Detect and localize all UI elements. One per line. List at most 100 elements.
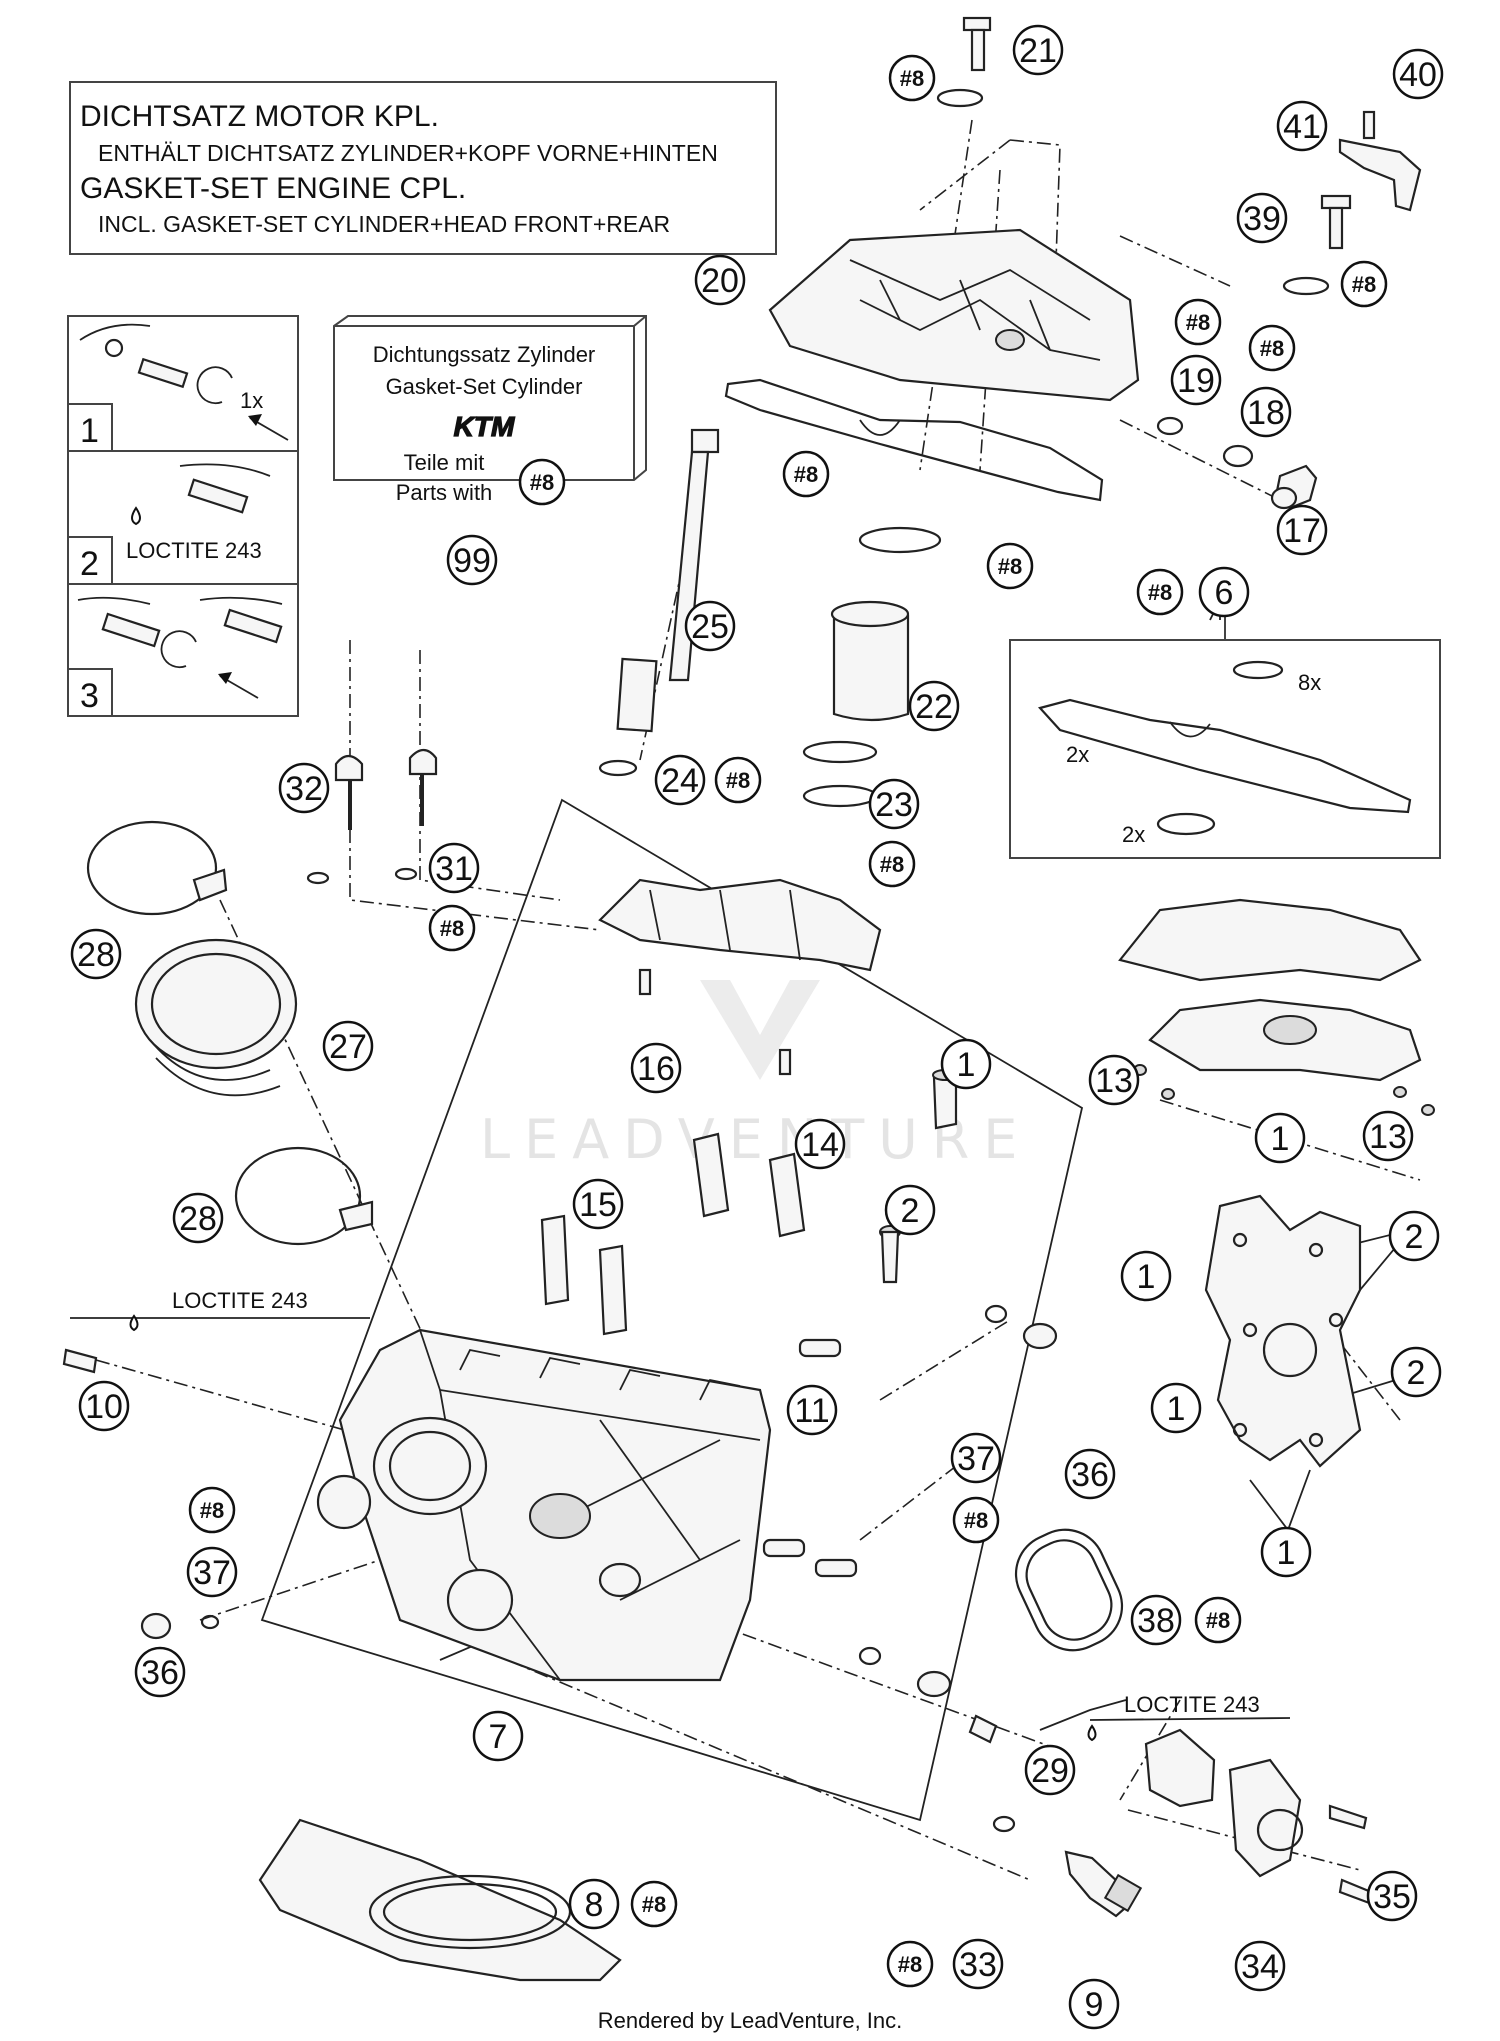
part-20-valve-cover <box>768 228 1140 402</box>
ref-bubble-r14: #8 <box>630 1880 678 1928</box>
gasket-set-engine-label: DICHTSATZ MOTOR KPL. ENTHÄLT DICHTSATZ Z… <box>69 81 777 255</box>
callout-label-p28a: 28 <box>77 936 115 974</box>
callout-p36b: 36 <box>134 1646 186 1698</box>
step-3-drawing <box>77 596 283 699</box>
callout-label-p36b: 36 <box>141 1654 179 1692</box>
part-18-o-ring <box>1222 444 1254 468</box>
part-25-long-bolt <box>616 428 720 733</box>
callout-p28a: 28 <box>70 928 122 980</box>
callout-p1e: 1 <box>1260 1526 1312 1578</box>
header-line-3: GASKET-SET ENGINE CPL. <box>80 172 466 205</box>
callout-p1a: 1 <box>940 1038 992 1090</box>
ktm-logo: KTM <box>454 411 515 442</box>
callout-p19: 19 <box>1170 354 1222 406</box>
ref-bubble-r15: #8 <box>886 1940 934 1988</box>
ref-bubble-r13: #8 <box>1194 1596 1242 1644</box>
gasket-set-cylinder-kit: Dichtungssatz Zylinder Gasket-Set Cylind… <box>333 315 647 586</box>
ref-label-r6: #8 <box>998 554 1022 579</box>
part-29-sensor <box>968 1714 1097 1744</box>
callout-p1d: 1 <box>1150 1382 1202 1434</box>
part-7-cylinder-head <box>316 1328 772 1682</box>
callout-label-p19: 19 <box>1177 362 1215 400</box>
kit-ref-bubble <box>518 458 566 506</box>
loctite-left: LOCTITE 243 <box>172 1288 308 1313</box>
ref-bubble-r5: #8 <box>782 450 830 498</box>
callout-label-p39: 39 <box>1243 200 1281 238</box>
callout-p27: 27 <box>322 1020 374 1072</box>
ref-label-r1: #8 <box>900 66 924 91</box>
callout-label-p13a: 13 <box>1095 1062 1133 1100</box>
callout-p1b: 1 <box>1254 1112 1306 1164</box>
kit-line-4: Parts with <box>396 480 493 505</box>
part-valve-pattern-plate <box>1204 1194 1362 1468</box>
part-2-bolt <box>879 1225 901 1284</box>
ref-bubble-r6: #8 <box>986 542 1034 590</box>
callout-p25: 25 <box>684 600 736 652</box>
ref-bubble-r1: #8 <box>888 54 936 102</box>
callout-label-p11: 11 <box>794 1392 829 1430</box>
callout-p33: 33 <box>952 1938 1004 1990</box>
callout-p13b: 13 <box>1362 1110 1414 1162</box>
part-22-tube <box>830 526 942 722</box>
callout-label-p31: 31 <box>435 850 473 888</box>
part-27-intake-boot <box>134 938 298 1097</box>
loctite-right: LOCTITE 243 <box>1124 1692 1260 1717</box>
part-32-nut <box>306 754 364 885</box>
part-14-valve-guides <box>692 1132 806 1238</box>
callout-label-p9: 9 <box>1085 1986 1104 2024</box>
callout-label-p22: 22 <box>915 688 953 726</box>
callout-label-p33: 33 <box>959 1946 997 1984</box>
loctite-labels: LOCTITE 243 LOCTITE 243 <box>172 1288 1260 1717</box>
callout-label-p25: 25 <box>691 608 729 646</box>
ref-label-r11: #8 <box>964 1508 988 1533</box>
header-line-1: DICHTSATZ MOTOR KPL. <box>80 100 439 133</box>
footer-credit: Rendered by LeadVenture, Inc. <box>598 2008 903 2033</box>
part-36-plug-right <box>858 1304 1058 1698</box>
kit-ref: #8 <box>530 470 554 495</box>
ref-label-r13: #8 <box>1206 1608 1230 1633</box>
callout-label-p40: 40 <box>1399 56 1437 94</box>
callout-p29: 29 <box>1024 1744 1076 1796</box>
watermark: LEADVENTURE <box>480 980 1017 1171</box>
kit-line-2: Gasket-Set Cylinder <box>386 374 583 399</box>
callout-p16: 16 <box>630 1042 682 1094</box>
ref-bubble-r4: #8 <box>1248 324 1296 372</box>
callout-label-p16: 16 <box>637 1050 675 1088</box>
part-15-valve-guides <box>540 1214 628 1336</box>
callout-label-p32: 32 <box>285 770 323 808</box>
callout-label-p10: 10 <box>85 1388 123 1426</box>
part-17-fitting <box>1270 464 1318 510</box>
callout-p37a: 37 <box>950 1432 1002 1484</box>
callout-label-p20: 20 <box>701 262 739 300</box>
ref-label-r8: #8 <box>726 768 750 793</box>
kit-line-3: Teile mit <box>404 450 485 475</box>
callout-p22: 22 <box>908 680 960 732</box>
callout-p8: 8 <box>568 1878 620 1930</box>
callout-p28b: 28 <box>172 1192 224 1244</box>
callout-p35: 35 <box>1366 1870 1418 1922</box>
callout-label-p8: 8 <box>585 1886 604 1924</box>
set6-qty-a: 8x <box>1298 670 1321 695</box>
part-6-gasket-set: 8x 2x 2x <box>1009 616 1441 859</box>
callout-p2a: 2 <box>884 1184 936 1236</box>
step-1-note: 1x <box>240 388 263 413</box>
part-valve-cover-gasket <box>724 378 1104 502</box>
step-2-loctite: LOCTITE 243 <box>126 538 262 563</box>
part-38-gasket <box>1014 1528 1124 1652</box>
callout-p38: 38 <box>1130 1594 1182 1646</box>
callout-label-p17: 17 <box>1283 512 1321 550</box>
part-23-o-ring-a <box>802 740 878 764</box>
callout-p6: 6 <box>1198 566 1250 618</box>
part-39-bolt <box>1282 194 1352 296</box>
callout-p9: 9 <box>1068 1978 1120 2030</box>
callout-label-p23: 23 <box>875 786 913 824</box>
ref-label-r15: #8 <box>898 1952 922 1977</box>
callout-label-p6: 6 <box>1215 574 1234 612</box>
callout-label-p1a: 1 <box>957 1046 976 1084</box>
callout-label-p18: 18 <box>1247 394 1285 432</box>
ref-label-r10: #8 <box>440 916 464 941</box>
ref-bubble-r12: #8 <box>188 1486 236 1534</box>
ref-label-r9: #8 <box>880 852 904 877</box>
